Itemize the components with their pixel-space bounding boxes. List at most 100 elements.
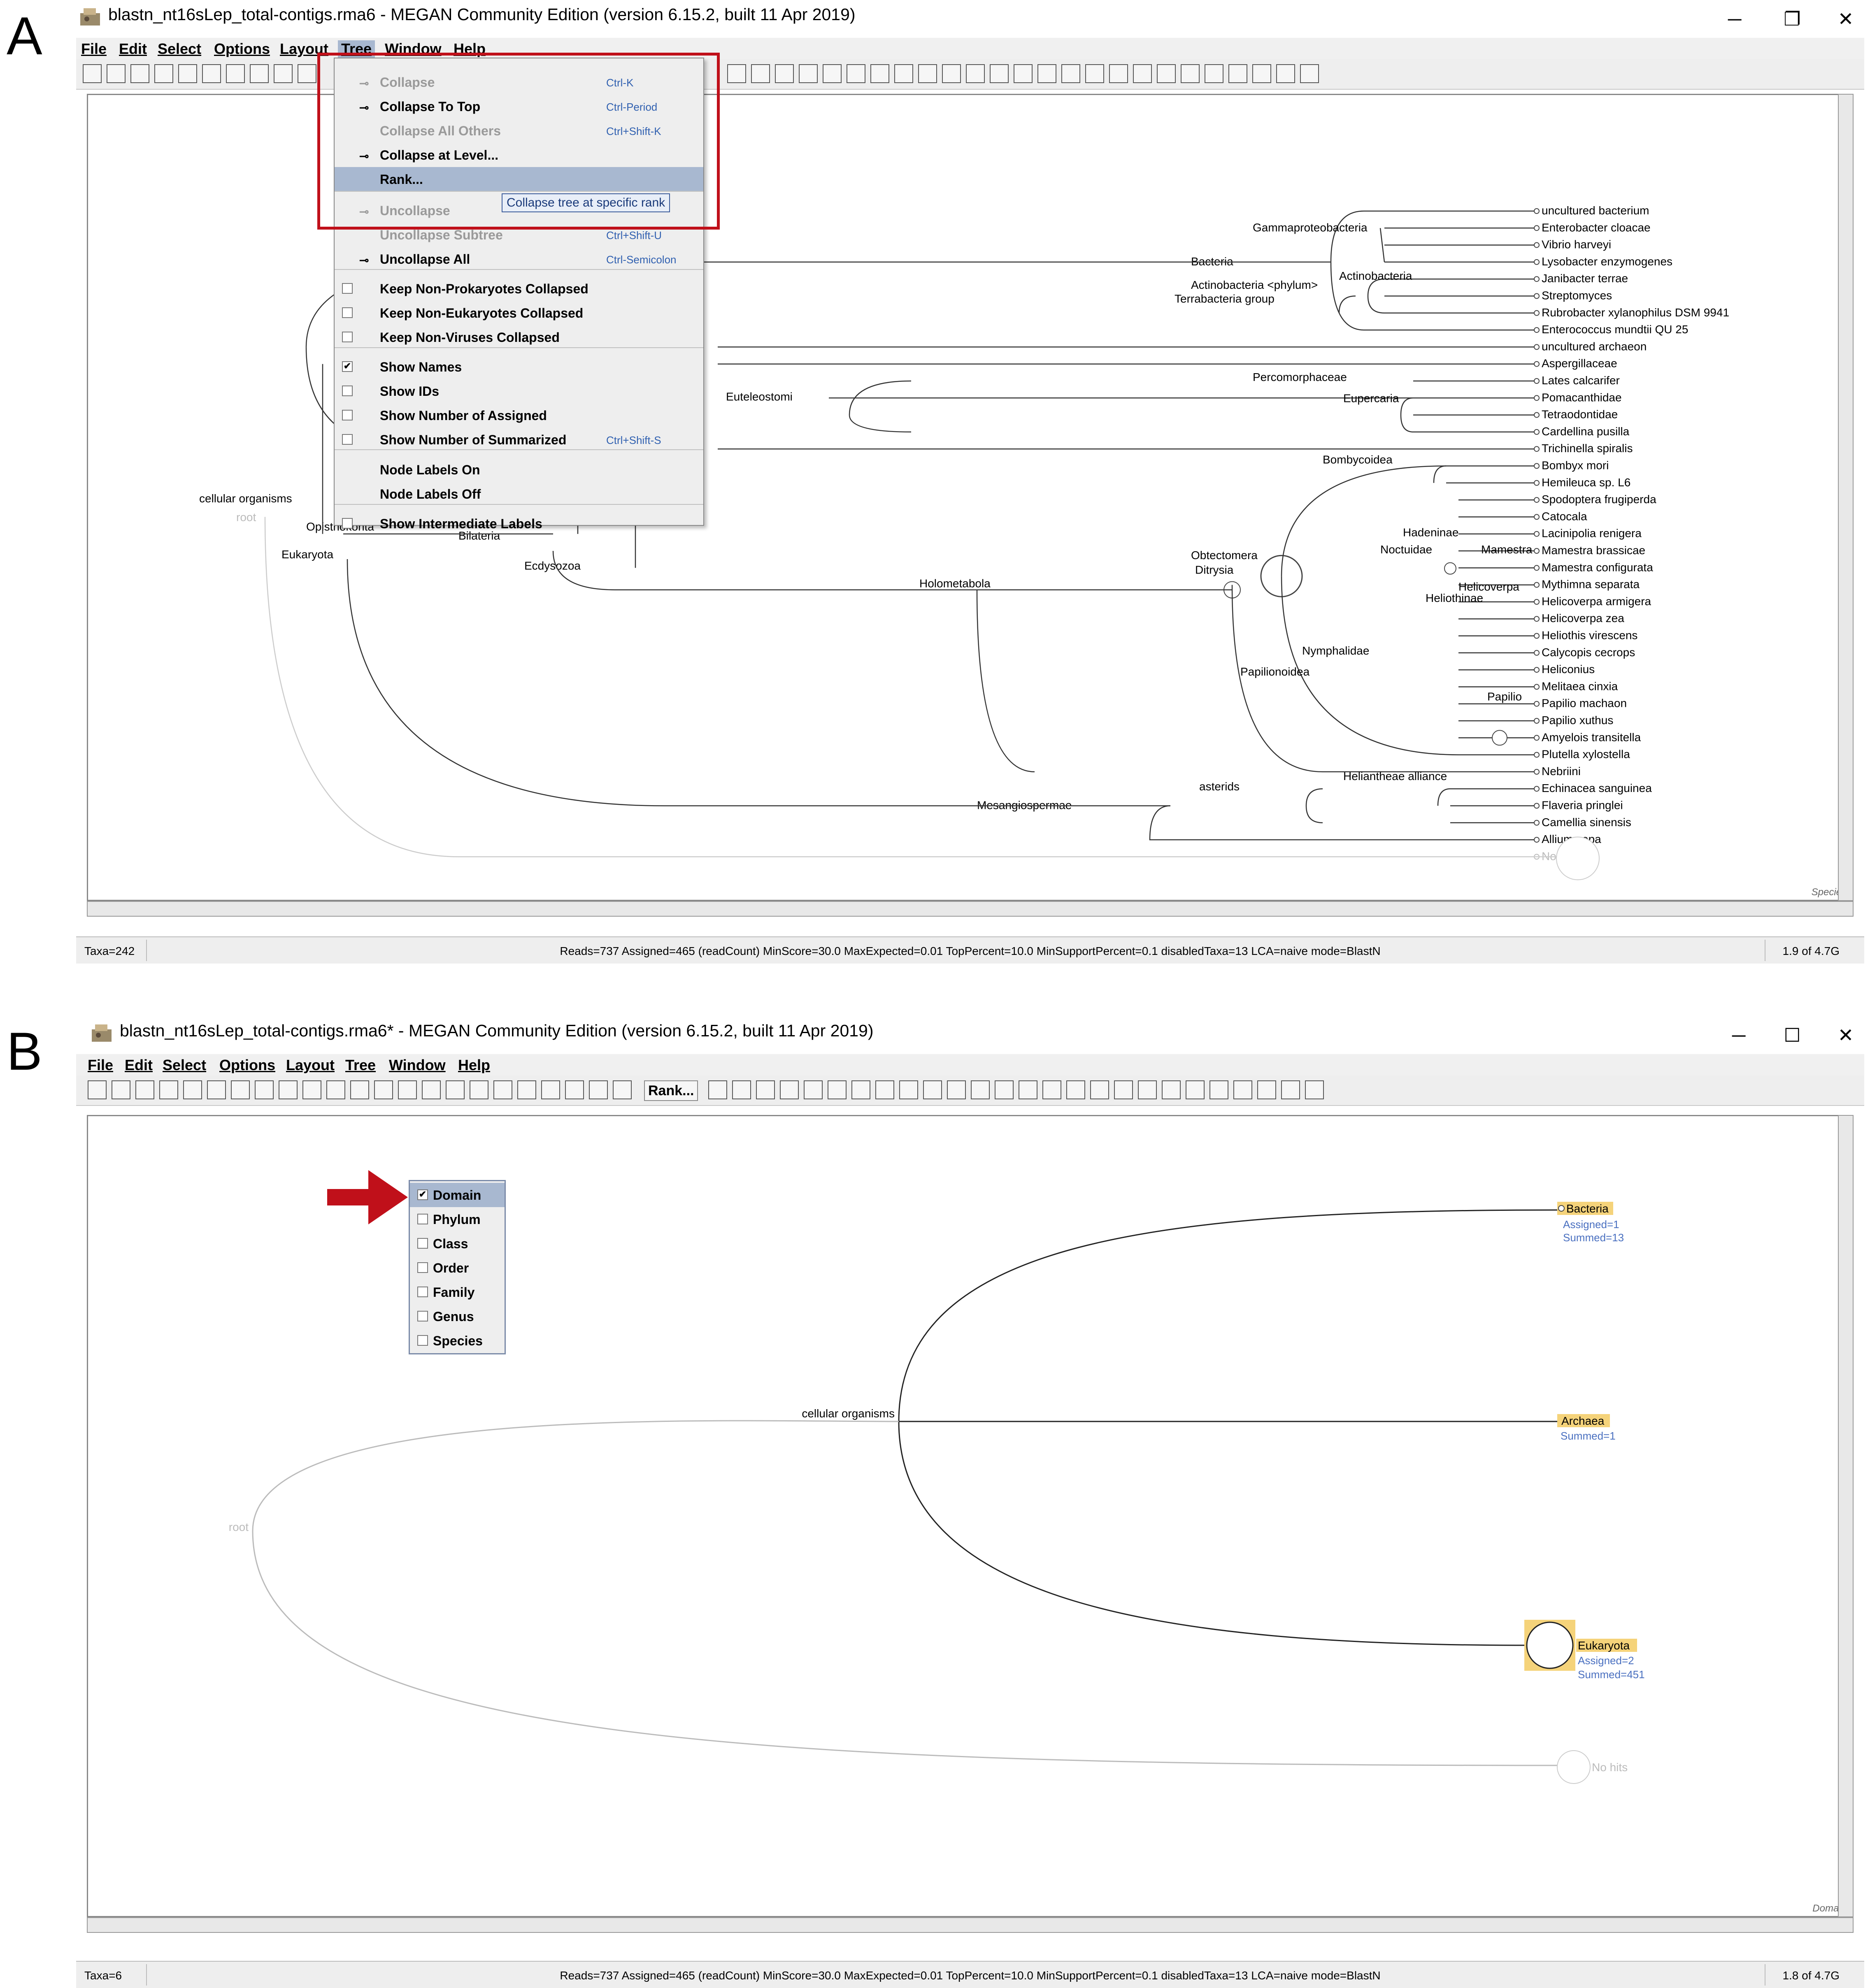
- toolbar-button-icon[interactable]: [942, 64, 961, 83]
- toolbar-button-icon[interactable]: [183, 1080, 202, 1099]
- menu-options[interactable]: Options: [219, 1057, 275, 1073]
- tree-menu-item[interactable]: Keep Non-Eukaryotes Collapsed: [335, 301, 703, 325]
- toolbar-button-icon[interactable]: [565, 1080, 584, 1099]
- toolbar-button-icon[interactable]: [1181, 64, 1200, 83]
- toolbar-button-icon[interactable]: [302, 1080, 321, 1099]
- rank-option[interactable]: Family: [410, 1280, 505, 1304]
- toolbar-button-icon[interactable]: [1157, 64, 1176, 83]
- rank-option[interactable]: Species: [410, 1328, 505, 1353]
- toolbar-button-icon[interactable]: [823, 64, 842, 83]
- toolbar-button-icon[interactable]: [990, 64, 1009, 83]
- toolbar-button-icon[interactable]: [847, 64, 865, 83]
- toolbar-button-icon[interactable]: [899, 1080, 918, 1099]
- minimize-icon[interactable]: ─: [1732, 1024, 1746, 1046]
- toolbar-button-icon[interactable]: [446, 1080, 465, 1099]
- rank-option[interactable]: Order: [410, 1256, 505, 1280]
- toolbar-button-icon[interactable]: [274, 64, 293, 83]
- toolbar-button-icon[interactable]: [326, 1080, 345, 1099]
- checkbox-icon[interactable]: [417, 1311, 428, 1321]
- toolbar-button-icon[interactable]: [870, 64, 889, 83]
- menu-edit[interactable]: Edit: [119, 40, 147, 57]
- toolbar-button-icon[interactable]: [178, 64, 197, 83]
- toolbar-button-icon[interactable]: [107, 64, 126, 83]
- toolbar-button-icon[interactable]: [112, 1080, 130, 1099]
- tree-menu-item[interactable]: Keep Non-Prokaryotes Collapsed: [335, 276, 703, 301]
- checkbox-icon[interactable]: [417, 1238, 428, 1249]
- toolbar-button-icon[interactable]: [1019, 1080, 1037, 1099]
- tree-menu-item[interactable]: Show IDs: [335, 379, 703, 403]
- menu-options[interactable]: Options: [214, 40, 270, 57]
- vertical-scrollbar[interactable]: [1838, 94, 1854, 901]
- toolbar-button-icon[interactable]: [250, 64, 269, 83]
- checkbox-icon[interactable]: [417, 1262, 428, 1273]
- menu-help[interactable]: Help: [458, 1057, 491, 1073]
- toolbar-button-icon[interactable]: [350, 1080, 369, 1099]
- toolbar-button-icon[interactable]: [851, 1080, 870, 1099]
- toolbar-button-icon[interactable]: [1233, 1080, 1252, 1099]
- tree-menu-item[interactable]: ⊸Collapse at Level...: [335, 143, 703, 167]
- toolbar-button-icon[interactable]: [517, 1080, 536, 1099]
- toolbar-button-icon[interactable]: [1276, 64, 1295, 83]
- checkbox-icon[interactable]: [342, 518, 353, 529]
- rank-option[interactable]: Class: [410, 1231, 505, 1256]
- toolbar-button-icon[interactable]: [1281, 1080, 1300, 1099]
- toolbar-button-icon[interactable]: [894, 64, 913, 83]
- menu-tree[interactable]: Tree: [345, 1057, 376, 1073]
- checkbox-icon[interactable]: [342, 386, 353, 396]
- minimize-icon[interactable]: ─: [1728, 8, 1742, 30]
- toolbar-button-icon[interactable]: [1066, 1080, 1085, 1099]
- toolbar-button-icon[interactable]: [255, 1080, 274, 1099]
- toolbar-button-icon[interactable]: [1162, 1080, 1181, 1099]
- toolbar-button-icon[interactable]: [613, 1080, 632, 1099]
- tree-menu-item[interactable]: Node Labels On: [335, 458, 703, 482]
- tree-menu-item[interactable]: ⊸Uncollapse: [335, 198, 703, 223]
- checkbox-icon[interactable]: [342, 410, 353, 420]
- toolbar-button-icon[interactable]: [231, 1080, 250, 1099]
- toolbar-button-icon[interactable]: [83, 64, 102, 83]
- restore-icon[interactable]: ❐: [1784, 8, 1801, 30]
- toolbar-button-icon[interactable]: [135, 1080, 154, 1099]
- menu-file[interactable]: File: [88, 1057, 114, 1073]
- toolbar-button-icon[interactable]: [918, 64, 937, 83]
- toolbar-button-icon[interactable]: [589, 1080, 608, 1099]
- toolbar-button-icon[interactable]: [732, 1080, 751, 1099]
- checkbox-icon[interactable]: [342, 332, 353, 342]
- toolbar-button-icon[interactable]: [279, 1080, 298, 1099]
- toolbar-button-icon[interactable]: [708, 1080, 727, 1099]
- toolbar-button-icon[interactable]: [130, 64, 149, 83]
- toolbar-button-icon[interactable]: [1300, 64, 1319, 83]
- toolbar-button-icon[interactable]: [727, 64, 746, 83]
- menu-layout[interactable]: Layout: [286, 1057, 335, 1073]
- menu-window[interactable]: Window: [389, 1057, 446, 1073]
- toolbar-button-icon[interactable]: [541, 1080, 560, 1099]
- toolbar-button-icon[interactable]: [995, 1080, 1014, 1099]
- horizontal-scrollbar[interactable]: [87, 1917, 1854, 1933]
- tree-menu-item[interactable]: ✔Show Names: [335, 355, 703, 379]
- toolbar-button-icon[interactable]: [875, 1080, 894, 1099]
- menu-select[interactable]: Select: [158, 40, 202, 57]
- menu-edit[interactable]: Edit: [125, 1057, 153, 1073]
- toolbar-button-icon[interactable]: [1090, 1080, 1109, 1099]
- toolbar-button-icon[interactable]: [775, 64, 794, 83]
- toolbar-button-icon[interactable]: [1109, 64, 1128, 83]
- tree-menu-item[interactable]: Show Number of Assigned: [335, 403, 703, 427]
- toolbar-button-icon[interactable]: [1209, 1080, 1228, 1099]
- toolbar-button-icon[interactable]: [1133, 64, 1152, 83]
- toolbar-button-icon[interactable]: [1257, 1080, 1276, 1099]
- checkbox-icon[interactable]: [417, 1214, 428, 1224]
- horizontal-scrollbar[interactable]: [87, 901, 1854, 917]
- toolbar-button-icon[interactable]: [1205, 64, 1223, 83]
- tree-menu-item[interactable]: Keep Non-Viruses Collapsed: [335, 325, 703, 349]
- rank-button[interactable]: Rank...: [644, 1080, 698, 1101]
- maximize-icon[interactable]: ☐: [1784, 1024, 1801, 1046]
- toolbar-button-icon[interactable]: [202, 64, 221, 83]
- toolbar-button-icon[interactable]: [966, 64, 985, 83]
- checkbox-icon[interactable]: [342, 307, 353, 318]
- checkbox-icon[interactable]: [342, 434, 353, 445]
- toolbar-button-icon[interactable]: [159, 1080, 178, 1099]
- toolbar-button-icon[interactable]: [804, 1080, 823, 1099]
